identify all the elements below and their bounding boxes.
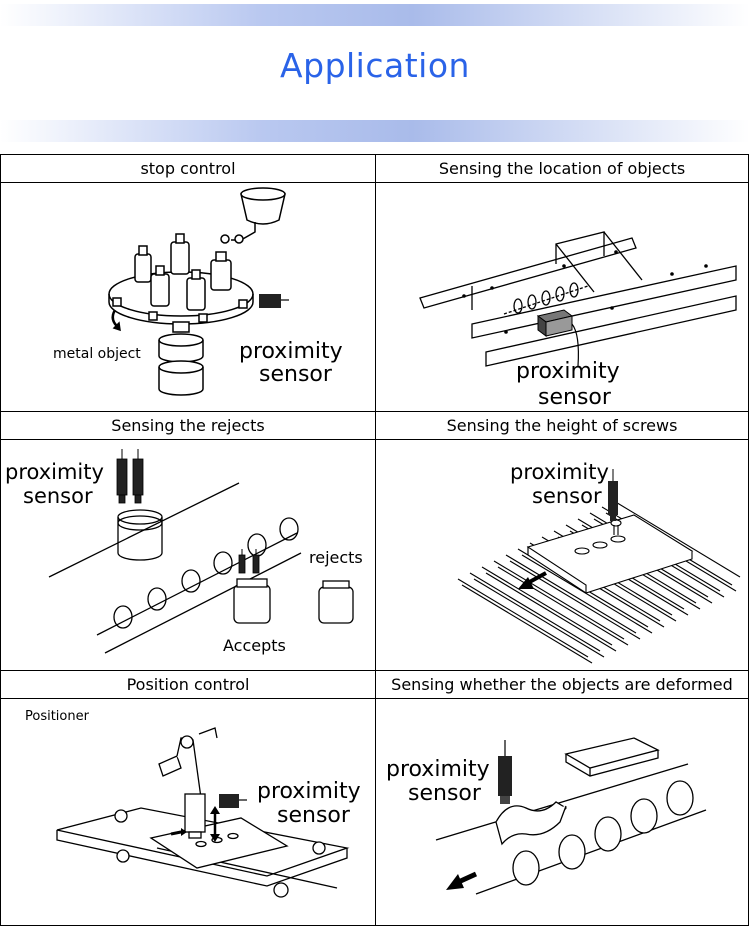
- panel-screw-height-sensing: Sensing the height of screws: [375, 411, 749, 671]
- rejects-label: rejects: [309, 548, 363, 567]
- panel-rejects-sensing: Sensing the rejects: [0, 411, 376, 671]
- panel-stop-control: stop control: [0, 154, 376, 412]
- sensor-label-line1: proximity: [239, 339, 343, 364]
- sensor-label-line1: proximity: [510, 460, 609, 484]
- sensor-label-line2: sensor: [23, 484, 93, 508]
- panel-heading: Position control: [1, 671, 375, 699]
- panel-position-control: Position control: [0, 670, 376, 926]
- panel-heading: Sensing the height of screws: [376, 412, 748, 440]
- panel-heading: stop control: [1, 155, 375, 183]
- sensor-label-line2: sensor: [277, 803, 351, 828]
- deformation-sensing-illustration: proximity sensor: [386, 737, 707, 895]
- sensor-label-line1: proximity: [257, 779, 361, 804]
- top-gradient-band: [0, 4, 750, 26]
- metal-object-label: metal object: [53, 346, 141, 362]
- accepts-label: Accepts: [223, 636, 286, 655]
- panel-heading: Sensing whether the objects are deformed: [376, 671, 748, 699]
- location-sensing-illustration: proximity sensor: [419, 231, 737, 410]
- positioner-label: Positioner: [25, 709, 90, 724]
- panel-location-sensing: Sensing the location of objects: [375, 154, 749, 412]
- sensor-label-line2: sensor: [259, 362, 333, 387]
- panel-deformation-sensing: Sensing whether the objects are deformed: [375, 670, 749, 926]
- sensor-label-line1: proximity: [516, 359, 620, 384]
- sensor-label-line2: sensor: [538, 385, 612, 410]
- rejects-sensing-illustration: proximity sensor rejects Accepts: [5, 449, 363, 655]
- sensor-label-line1: proximity: [386, 757, 490, 782]
- application-grid: stop control: [0, 154, 749, 926]
- bottom-gradient-band: [0, 120, 750, 142]
- panel-heading: Sensing the rejects: [1, 412, 375, 440]
- sensor-label-line2: sensor: [532, 484, 602, 508]
- sensor-label-line1: proximity: [5, 460, 104, 484]
- position-control-illustration: Positioner proximity sensor: [25, 709, 361, 898]
- stop-control-illustration: proximity sensor metal object: [53, 187, 343, 396]
- screw-height-illustration: proximity sensor: [457, 460, 741, 664]
- page-title: Application: [280, 46, 470, 85]
- sensor-label-line2: sensor: [408, 781, 482, 806]
- panel-heading: Sensing the location of objects: [376, 155, 748, 183]
